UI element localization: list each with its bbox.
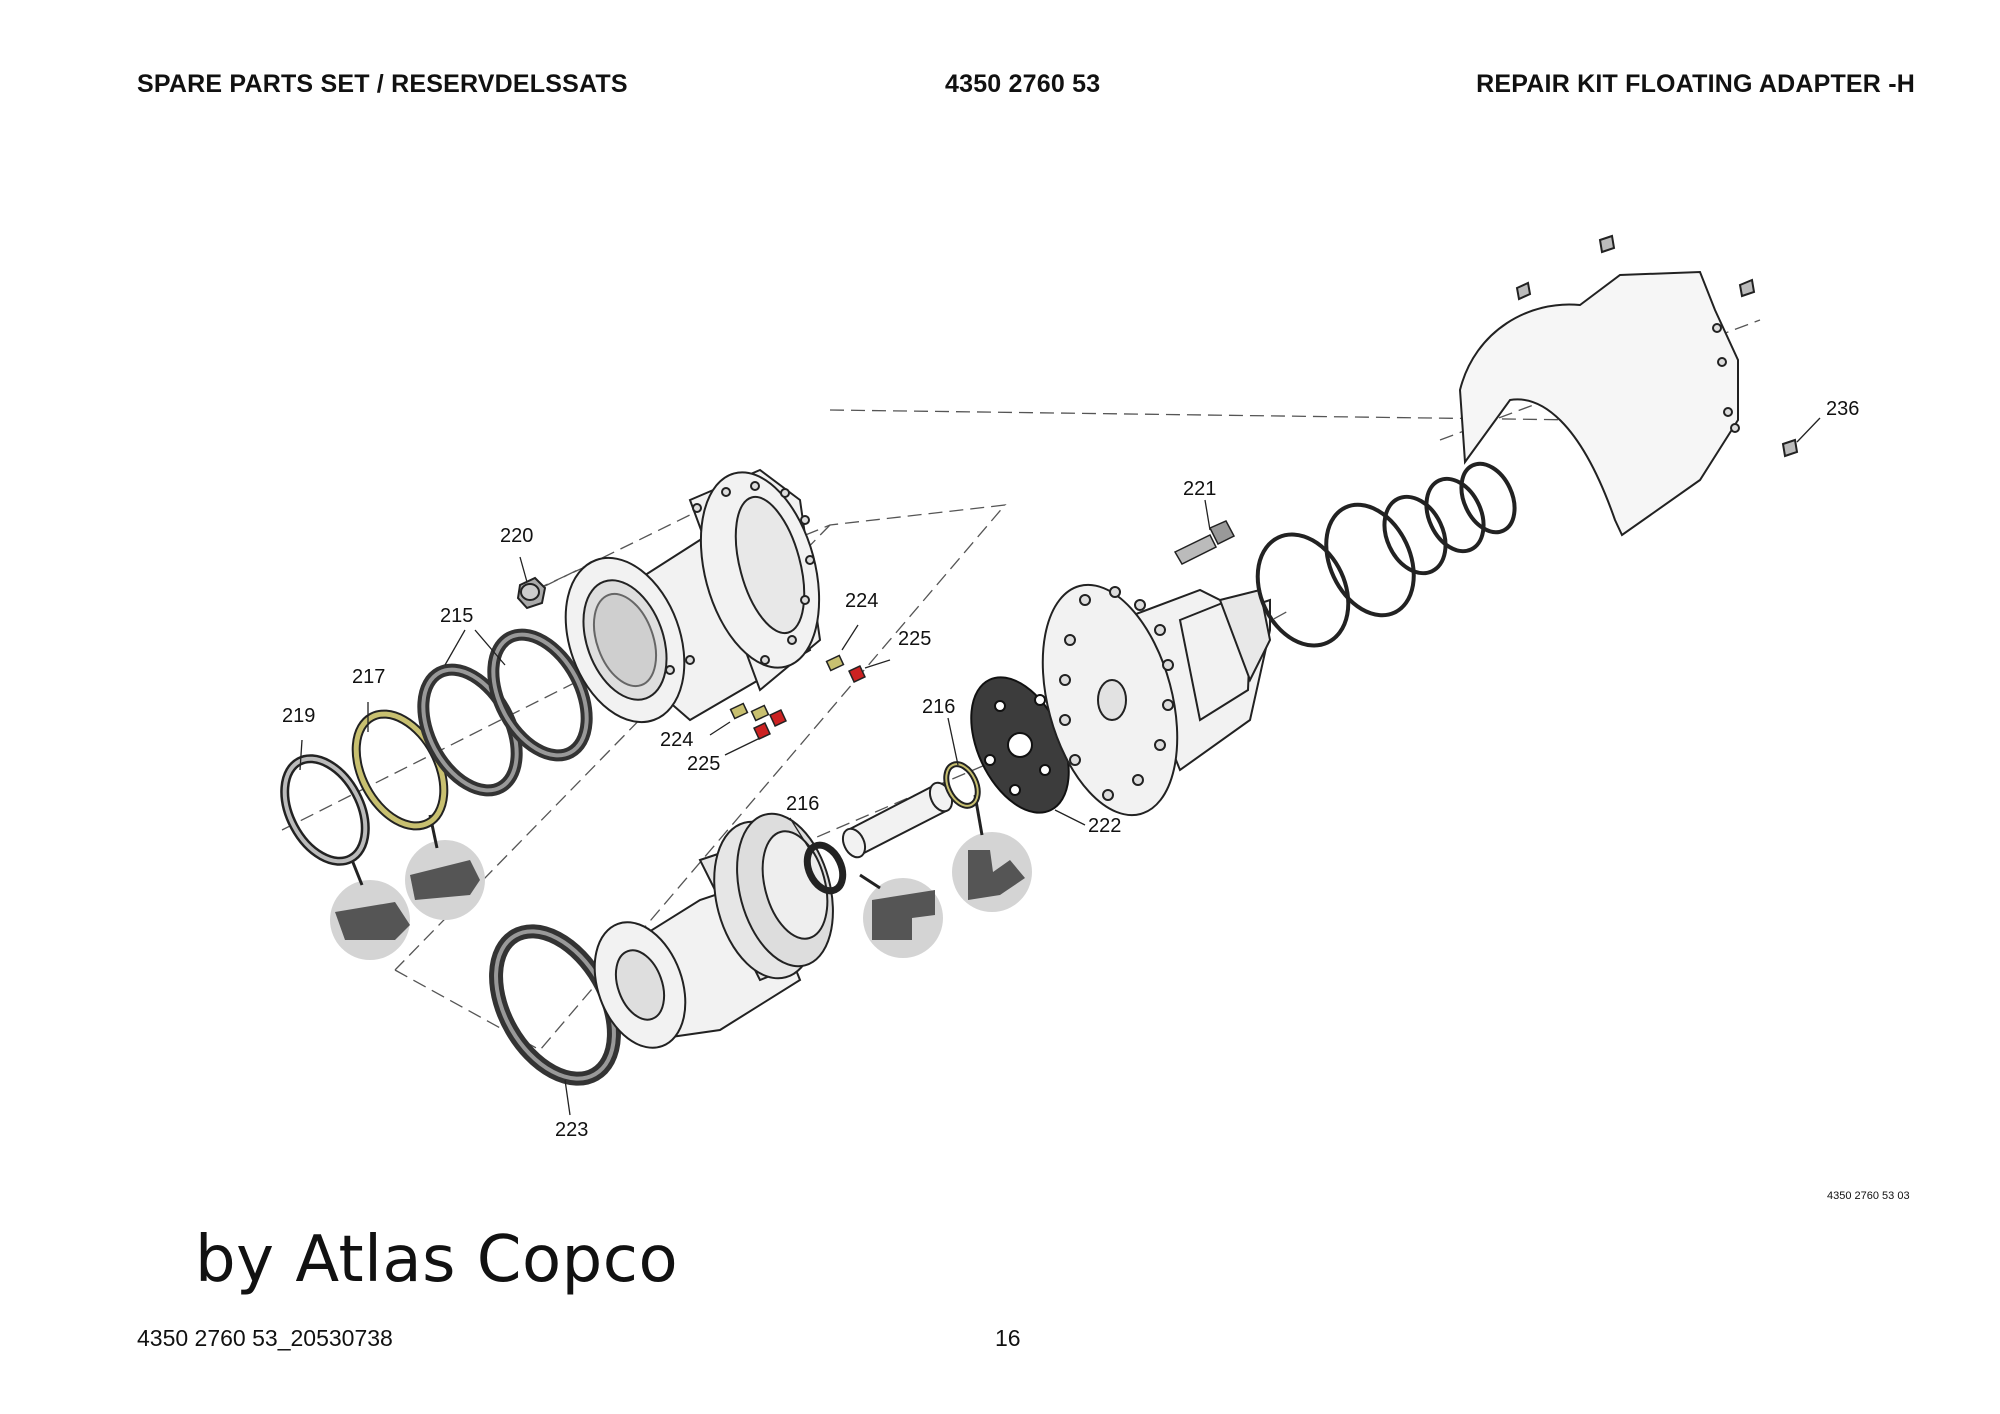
callout-219: 219	[282, 705, 315, 727]
footer-page-number: 16	[995, 1325, 1021, 1351]
callout-215: 215	[440, 605, 473, 627]
seal-detail-217	[405, 814, 485, 920]
callout-222: 222	[1088, 815, 1121, 837]
plug-group-upper	[825, 654, 866, 683]
bolt-221	[1173, 520, 1236, 565]
callout-225-upper: 225	[898, 628, 931, 650]
callout-217: 217	[352, 666, 385, 688]
callout-220: 220	[500, 525, 533, 547]
brand-text: by Atlas Copco	[195, 1223, 679, 1297]
callout-224-upper: 224	[845, 590, 878, 612]
seal-detail-216-lower	[859, 873, 943, 958]
callout-236: 236	[1826, 398, 1859, 420]
ring-215-b	[487, 628, 593, 762]
seal-detail-219	[330, 854, 410, 960]
callout-224-lower: 224	[660, 729, 693, 751]
callout-216-lower: 216	[786, 793, 819, 815]
callout-223: 223	[555, 1119, 588, 1141]
callout-225-lower: 225	[687, 753, 720, 775]
figure-code: 4350 2760 53 03	[1827, 1190, 1910, 1202]
plug-group-lower	[729, 702, 787, 740]
header-left-title: SPARE PARTS SET / RESERVDELSSATS	[137, 70, 628, 98]
ring-219	[280, 754, 370, 866]
oring-216-upper	[943, 761, 981, 809]
header-right-title: REPAIR KIT FLOATING ADAPTER -H	[1476, 70, 1915, 98]
flange-adapter	[1041, 583, 1272, 817]
gasket-222	[970, 676, 1070, 814]
header-part-number: 4350 2760 53	[945, 70, 1101, 98]
nut-220	[516, 576, 547, 610]
footer-document-id: 4350 2760 53_20530738	[137, 1325, 393, 1351]
splined-shaft	[593, 812, 834, 1049]
oring-set-right	[1255, 461, 1517, 648]
callout-216-upper: 216	[922, 696, 955, 718]
leader-lines	[299, 417, 1821, 1116]
oring-216-lower	[803, 841, 847, 895]
callout-221: 221	[1183, 478, 1216, 500]
adapter-housing	[564, 468, 822, 724]
guard-cover	[1458, 234, 1799, 537]
seal-detail-216-upper	[952, 794, 1032, 912]
